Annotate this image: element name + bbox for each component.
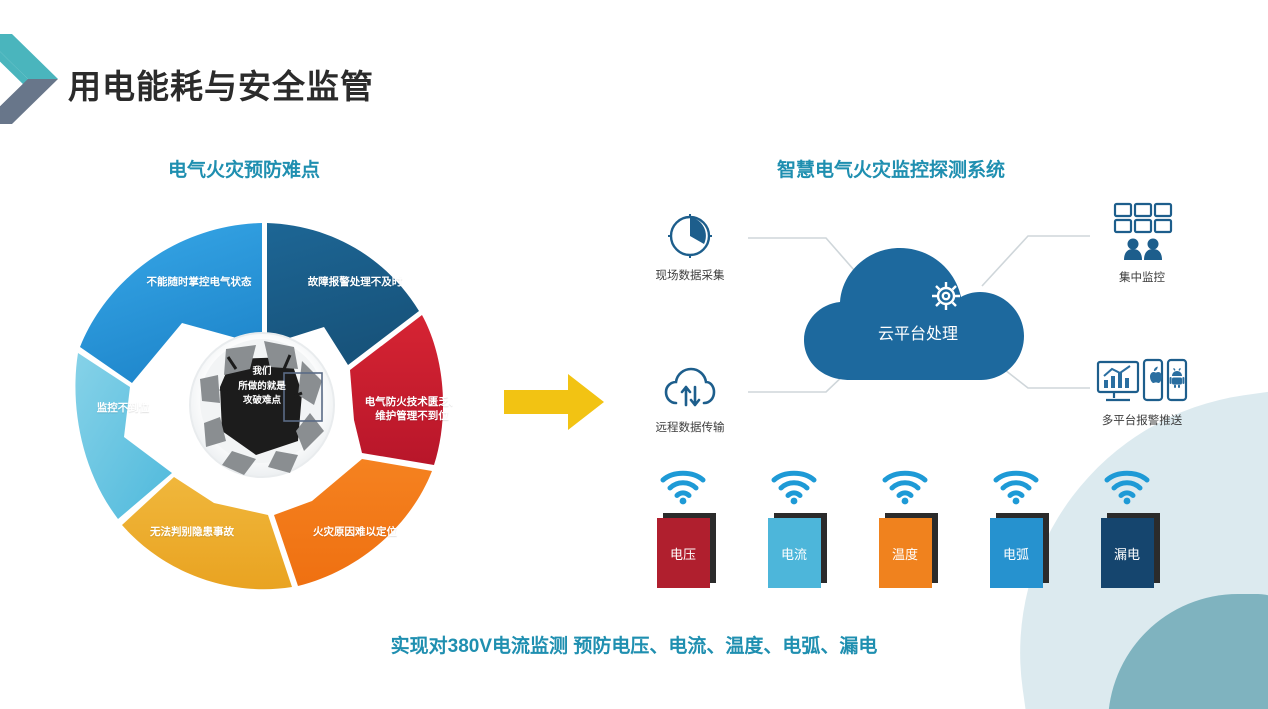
node-centralized-monitoring: 集中监控 (1082, 200, 1202, 285)
clock-pie-icon (630, 208, 750, 264)
wifi-icon (650, 468, 716, 508)
wheel-segment-right (350, 315, 444, 465)
wifi-icon (872, 468, 938, 508)
wheel-label-bottom-right: 火灾原因难以定位 (313, 526, 397, 538)
broken-wall-icon (198, 335, 326, 475)
wheel-label-bottom-left: 无法判别隐患事故 (150, 526, 234, 538)
multi-device-icon (1082, 355, 1202, 409)
wheel-segment-bottom-left (122, 477, 292, 590)
node-label-remote-data-transmission: 远程数据传输 (655, 422, 725, 434)
node-label-field-data-collection: 现场数据采集 (655, 270, 725, 282)
flow-arrow-icon (500, 368, 608, 436)
sensor-label-leakage: 漏电 (1113, 546, 1140, 562)
center-line-3: 攻破难点 (242, 395, 281, 407)
node-label-centralized-monitoring: 集中监控 (1119, 272, 1165, 284)
sensor-row: 电压 电流 (645, 468, 1185, 598)
node-multi-platform-alarm-push: 多平台报警推送 (1082, 355, 1202, 428)
sensor-label-voltage: 电压 (669, 546, 696, 562)
wifi-icon (761, 468, 827, 508)
sensor-box-arc: 电弧 (989, 513, 1049, 588)
sensor-box-face: 电弧 (989, 518, 1043, 588)
gears-icon (932, 270, 978, 310)
sensor-temperature: 温度 (872, 468, 938, 588)
node-label-multi-platform-alarm-push: 多平台报警推送 (1101, 415, 1183, 427)
wheel-label-right: 电气防火技术匮乏、 维护管理不到位 (357, 395, 467, 423)
wheel-segment-left (75, 353, 172, 519)
center-line-1: 我们 (252, 366, 272, 377)
sensor-leakage: 漏电 (1094, 468, 1160, 588)
cloud-platform-label: 云平台处理 (877, 326, 958, 343)
sensor-label-arc: 电弧 (1002, 546, 1029, 562)
right-section-heading: 智慧电气火灾监控探测系统 (777, 160, 1006, 181)
chevron-icon (0, 32, 60, 134)
sensor-arc: 电弧 (983, 468, 1049, 588)
sensor-box-face: 电压 (656, 518, 710, 588)
sensor-label-current: 电流 (780, 546, 807, 562)
wheel-label-top-left: 不能随时掌控电气状态 (146, 276, 252, 288)
slide-caption: 实现对380V电流监测 预防电压、电流、温度、电弧、漏电 (390, 636, 878, 657)
wheel-label-left: 监控不到位 (96, 402, 150, 414)
node-field-data-collection: 现场数据采集 (630, 208, 750, 283)
center-line-2: 所做的就是 (238, 380, 286, 392)
cloud-transfer-icon (630, 360, 750, 416)
wheel-segment-top-left (80, 223, 262, 383)
wifi-icon (983, 468, 1049, 508)
left-section-heading: 电气火灾预防难点 (168, 160, 321, 181)
wheel-label-right-line-2: 维护管理不到位 (375, 410, 449, 423)
page-title: 用电能耗与安全监管 (68, 68, 374, 105)
sensor-box-temperature: 温度 (878, 513, 938, 588)
wheel-label-top-right: 故障报警处理不及时 (307, 276, 403, 288)
sensor-label-temperature: 温度 (891, 546, 918, 562)
sensor-box-voltage: 电压 (656, 513, 716, 588)
video-wall-people-icon (1082, 200, 1202, 266)
wheel-segment-bottom-right (274, 459, 432, 586)
pain-point-wheel: 我们 所做的就是 攻破难点 不能随时掌控电气状态 故障报警处理不及时 电气防火技… (62, 215, 462, 600)
sensor-box-face: 温度 (878, 518, 932, 588)
wheel-center-text: 我们 所做的就是 攻破难点 (214, 365, 310, 409)
sensor-box-current: 电流 (767, 513, 827, 588)
system-diagram: 云平台处理 现场数据采集 (630, 200, 1210, 450)
wheel-label-right-line-1: 电气防火技术匮乏、 (364, 396, 460, 408)
sensor-box-leakage: 漏电 (1100, 513, 1160, 588)
wifi-icon (1094, 468, 1160, 508)
wheel-segment-top-right (267, 223, 419, 365)
node-remote-data-transmission: 远程数据传输 (630, 360, 750, 435)
sensor-box-face: 漏电 (1100, 518, 1154, 588)
sensor-current: 电流 (761, 468, 827, 588)
sensor-box-face: 电流 (767, 518, 821, 588)
sensor-voltage: 电压 (650, 468, 716, 588)
cloud-platform-shape (798, 238, 1038, 398)
